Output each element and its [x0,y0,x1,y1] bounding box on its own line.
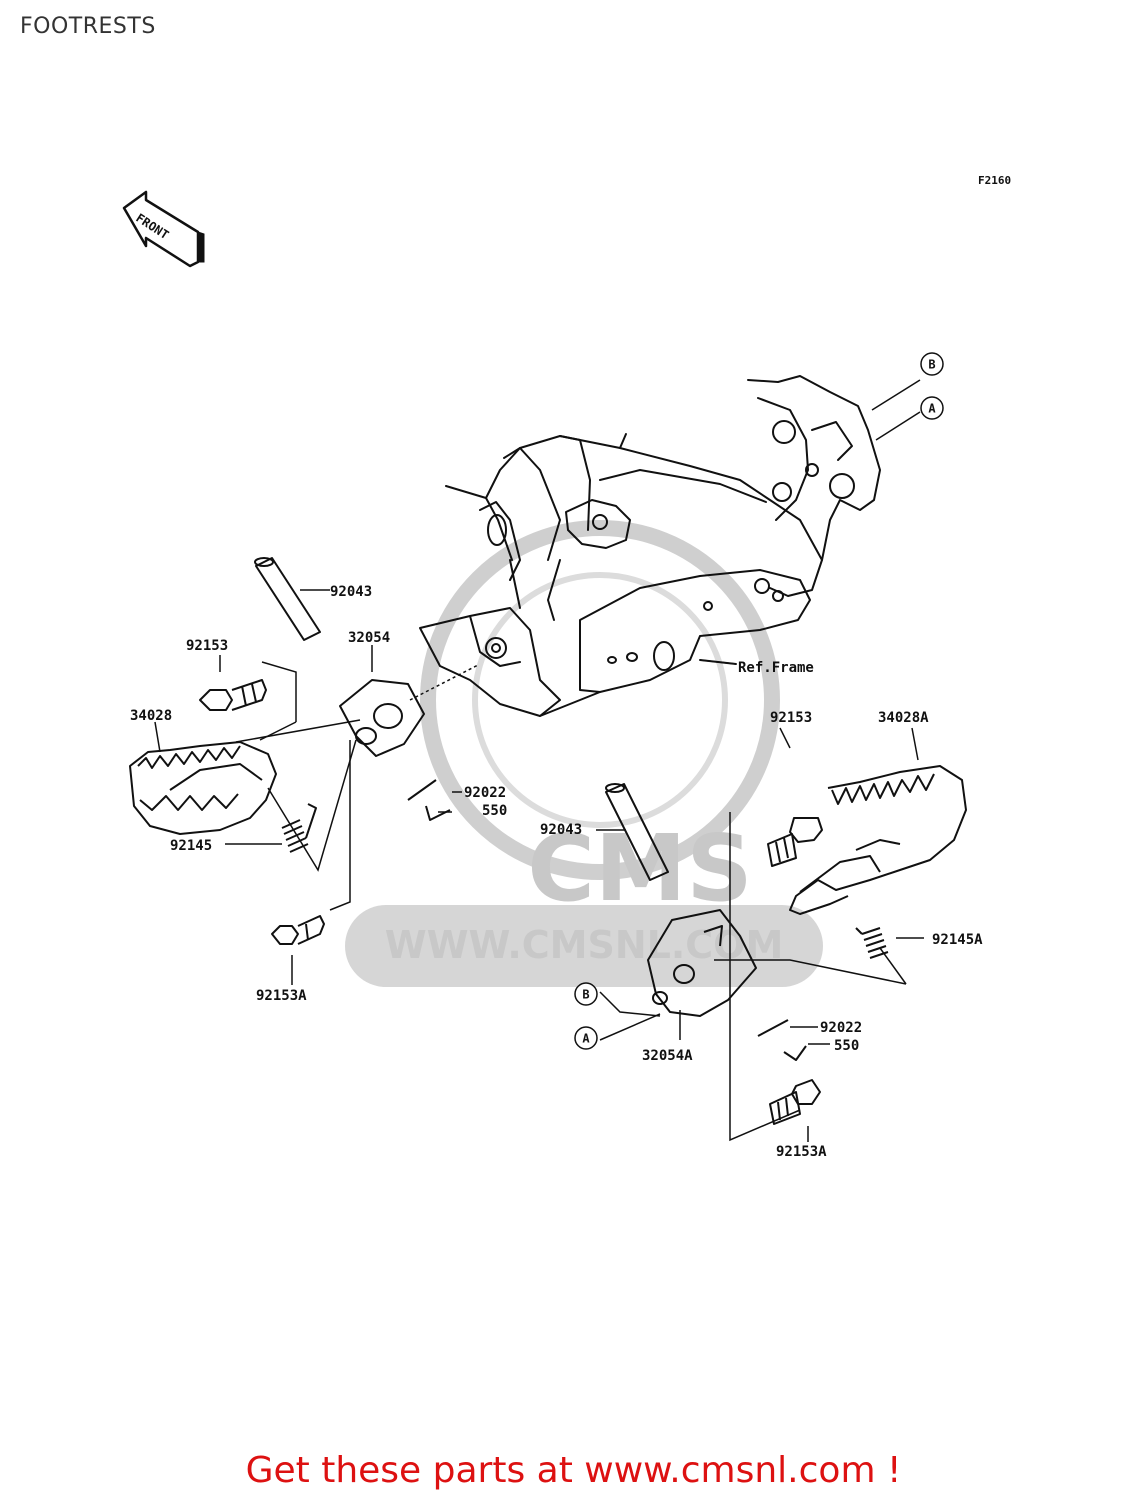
right-footrest-assembly [605,765,967,1125]
watermark: WWW.CMSNL.COM CMS [345,520,823,987]
part-92153-right[interactable]: 92153 [770,710,812,726]
diagram-code: F2160 [978,174,1011,187]
svg-text:A: A [582,1032,590,1046]
watermark-banner [345,905,823,987]
svg-text:A: A [928,402,936,416]
frame-drawing [419,375,881,717]
part-92022-left[interactable]: 92022 [464,785,506,801]
ref-frame-label: Ref.Frame [738,660,814,676]
leader-lines [154,379,924,1142]
ref-circle-a-bottom: A [574,1026,598,1050]
part-550-right[interactable]: 550 [834,1038,859,1054]
part-92043-right[interactable]: 92043 [540,822,582,838]
ref-circle-a-top: A [920,396,944,420]
part-92145A[interactable]: 92145A [932,932,983,948]
part-92153-left[interactable]: 92153 [186,638,228,654]
part-32054A[interactable]: 32054A [642,1048,693,1064]
cta-link[interactable]: Get these parts at www.cmsnl.com ! [245,1450,902,1491]
page-title: FOOTRESTS [20,14,156,39]
part-92043-left[interactable]: 92043 [330,584,372,600]
part-32054[interactable]: 32054 [348,630,390,646]
part-34028[interactable]: 34028 [130,708,172,724]
ref-circle-b-top: B [920,352,944,376]
ref-circle-b-bottom: B [574,982,598,1006]
front-arrow-icon: FRONT [122,190,205,268]
watermark-brand: CMS [527,815,752,922]
part-92153A-right[interactable]: 92153A [776,1144,827,1160]
svg-text:B: B [928,358,935,372]
part-550-left[interactable]: 550 [482,803,507,819]
part-92145[interactable]: 92145 [170,838,212,854]
part-34028A[interactable]: 34028A [878,710,929,726]
svg-text:B: B [582,988,589,1002]
left-footrest-assembly [129,557,451,945]
part-92022-right[interactable]: 92022 [820,1020,862,1036]
part-92153A-left[interactable]: 92153A [256,988,307,1004]
